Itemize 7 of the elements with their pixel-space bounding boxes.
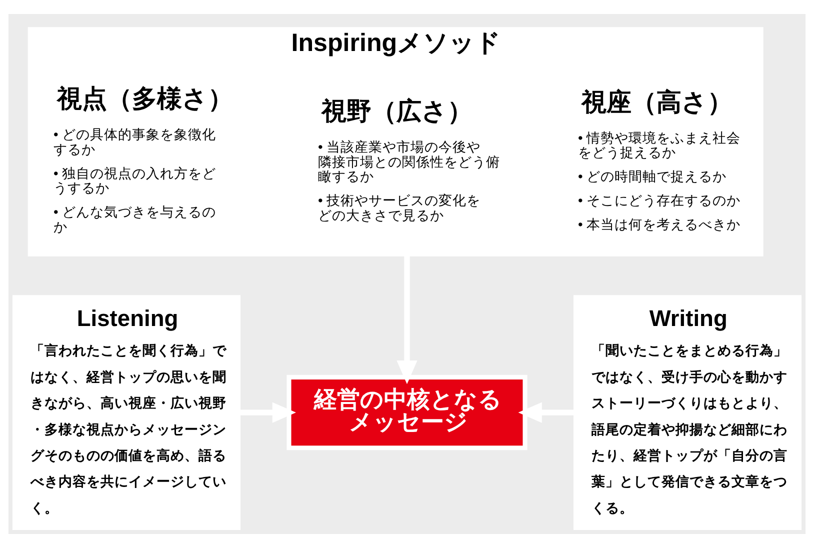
arrow [518,402,574,423]
arrow [240,402,296,423]
node-box: 経営の中核となるメッセージ [286,374,528,450]
node-text: 視座（高さ） • 情勢や環境をふまえ社会をどう捉えるか • どの時間軸で捉えるか • そこにどう存在するのか • 本当は何を考えるべきか [578,88,741,232]
node-text: 視野（広さ） • 当該産業や市場の今後や隣接市場との関係性をどう俯瞰するか • 技術やサービスの変化をどの大きさで見るか [318,98,500,223]
node-text: 視点（多様さ） • どの具体的事象を象徴化するか • 独自の視点の入れ方をどうするか • どんな気づきを与えるのか [53,85,233,234]
arrow [396,256,418,384]
